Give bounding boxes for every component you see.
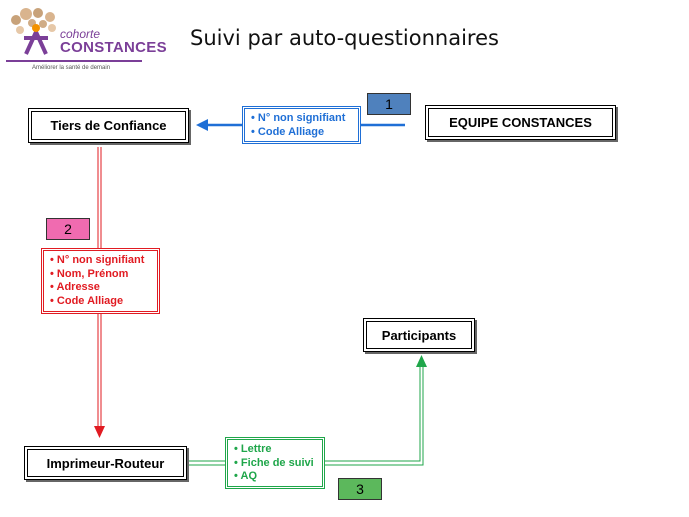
message-item: Nom, Prénom — [50, 268, 151, 282]
node-imprimeur-label: Imprimeur-Routeur — [46, 455, 165, 471]
step-number-2: 2 — [46, 218, 90, 240]
logo — [6, 8, 146, 78]
message-item: N° non signifiant — [251, 112, 352, 126]
logo-line2: CONSTANCES — [60, 39, 167, 56]
message-item: Code Alliage — [251, 126, 352, 140]
step-number-1: 1 — [367, 93, 411, 115]
node-tiers-label: Tiers de Confiance — [50, 118, 167, 133]
step-number-3: 3 — [338, 478, 382, 500]
node-equipe-label: EQUIPE CONSTANCES — [449, 115, 592, 130]
node-participants: Participants — [363, 318, 475, 352]
message-item: Lettre — [234, 443, 316, 457]
node-tiers-de-confiance: Tiers de Confiance — [28, 108, 189, 143]
logo-tree-icon — [11, 8, 56, 55]
logo-underline — [6, 60, 142, 62]
logo-tagline: Améliorer la santé de demain — [32, 65, 111, 71]
message-item: Code Alliage — [50, 295, 151, 309]
node-participants-label: Participants — [381, 327, 457, 343]
logo-line1: cohorte — [60, 27, 101, 41]
message-item: AQ — [234, 470, 316, 484]
message-box-step-2: N° non signifiant Nom, Prénom Adresse Co… — [41, 248, 160, 314]
node-imprimeur-routeur: Imprimeur-Routeur — [24, 446, 187, 480]
page-title: Suivi par auto-questionnaires — [190, 26, 499, 50]
message-item: N° non signifiant — [50, 254, 151, 268]
message-box-step-3: Lettre Fiche de suivi AQ — [225, 437, 325, 489]
message-item: Fiche de suivi — [234, 457, 316, 471]
node-equipe-constances: EQUIPE CONSTANCES — [425, 105, 616, 140]
message-box-step-1: N° non signifiant Code Alliage — [242, 106, 361, 144]
message-item: Adresse — [50, 281, 151, 295]
